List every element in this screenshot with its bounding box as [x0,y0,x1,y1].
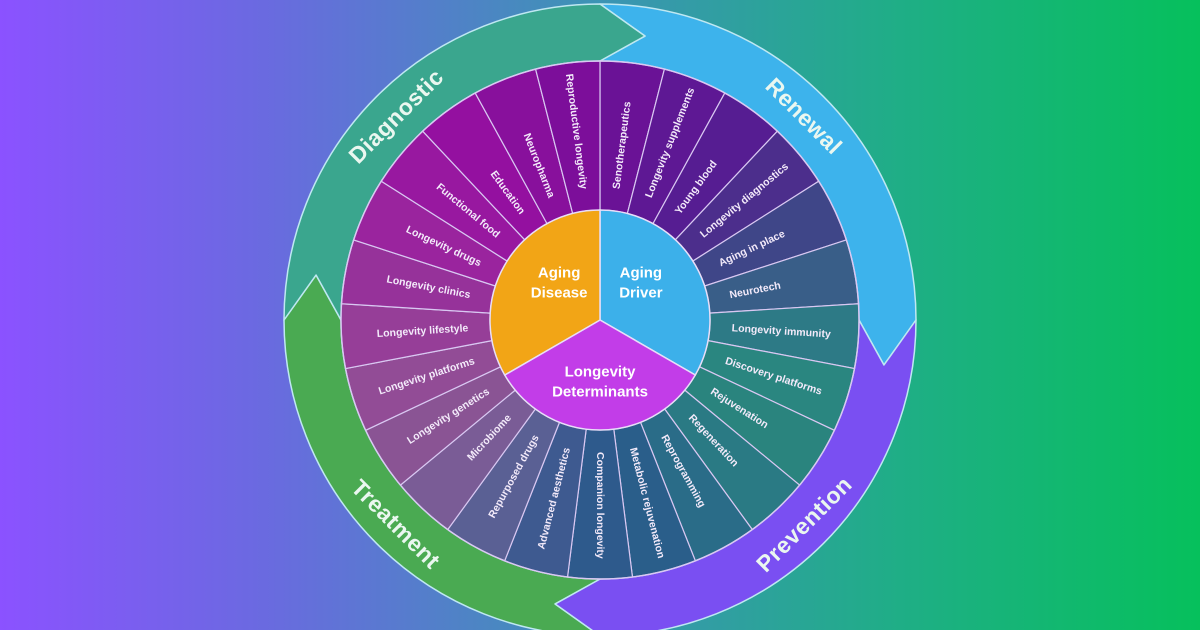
core-sector [489,209,601,377]
segment-label: Companion longevity [594,452,606,559]
core-label-line: Driver [619,285,663,302]
wheel-outline [340,60,860,580]
core-label-line: Aging [538,265,581,282]
segment-reproductive-longevity: Reproductive longevity [534,60,601,215]
core-label-line: Longevity [565,364,636,381]
segment-companion-longevity: Companion longevity [566,428,634,580]
core-sector [503,319,697,431]
core-label-line: Aging [620,265,663,282]
core-pie: AgingDriverLongevityDeterminantsAgingDis… [489,209,711,431]
segment-longevity-clinics: Longevity clinics [340,239,497,314]
core-label-line: Determinants [552,384,648,401]
segment-label: Longevity lifestyle [376,322,468,340]
core-sector [599,209,711,377]
segment-reprogramming: Reprogramming [639,408,754,562]
core-label-line: Disease [531,285,588,302]
